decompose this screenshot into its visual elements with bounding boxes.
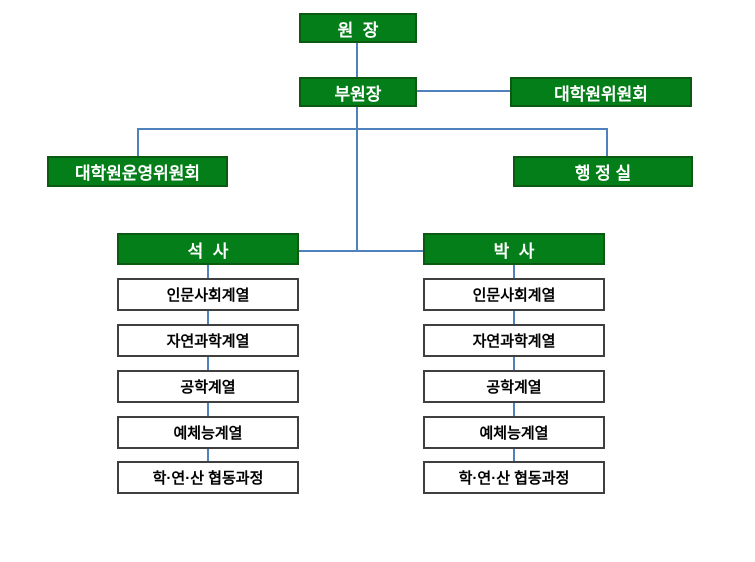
node-doctoral-cooperative-program: 학·연·산 협동과정 [423,461,605,494]
connector-masters-item [207,311,209,324]
node-masters-cooperative-program: 학·연·산 협동과정 [117,461,299,494]
connector-masters-doctoral [299,250,423,252]
node-masters-natural-science: 자연과학계열 [117,324,299,357]
connector-masters-item [207,449,209,461]
connector-doctoral-item [513,265,515,278]
node-director: 원 장 [299,13,417,43]
node-operating-committee: 대학원운영위원회 [47,156,228,187]
connector-drop-operating-committee [137,128,139,156]
node-doctoral: 박 사 [423,233,605,265]
node-doctoral-natural-science: 자연과학계열 [423,324,605,357]
connector-masters-item [207,357,209,370]
connector-director-vicedirector [356,43,358,77]
connector-masters-item [207,403,209,416]
connector-masters-item [207,265,209,278]
node-masters: 석 사 [117,233,299,265]
node-doctoral-arts-sports: 예체능계열 [423,416,605,449]
connector-vicedirector-committee [417,90,510,92]
connector-doctoral-item [513,449,515,461]
node-masters-humanities-social: 인문사회계열 [117,278,299,311]
connector-vicedirector-trunk [356,107,358,252]
node-admin-office: 행 정 실 [513,156,693,187]
node-vice-director: 부원장 [299,77,417,107]
connector-branch-horizontal [137,128,608,130]
node-doctoral-engineering: 공학계열 [423,370,605,403]
connector-doctoral-item [513,403,515,416]
connector-drop-admin-office [606,128,608,156]
node-graduate-committee: 대학원위원회 [510,77,692,107]
node-doctoral-humanities-social: 인문사회계열 [423,278,605,311]
node-masters-arts-sports: 예체능계열 [117,416,299,449]
connector-doctoral-item [513,311,515,324]
node-masters-engineering: 공학계열 [117,370,299,403]
connector-doctoral-item [513,357,515,370]
